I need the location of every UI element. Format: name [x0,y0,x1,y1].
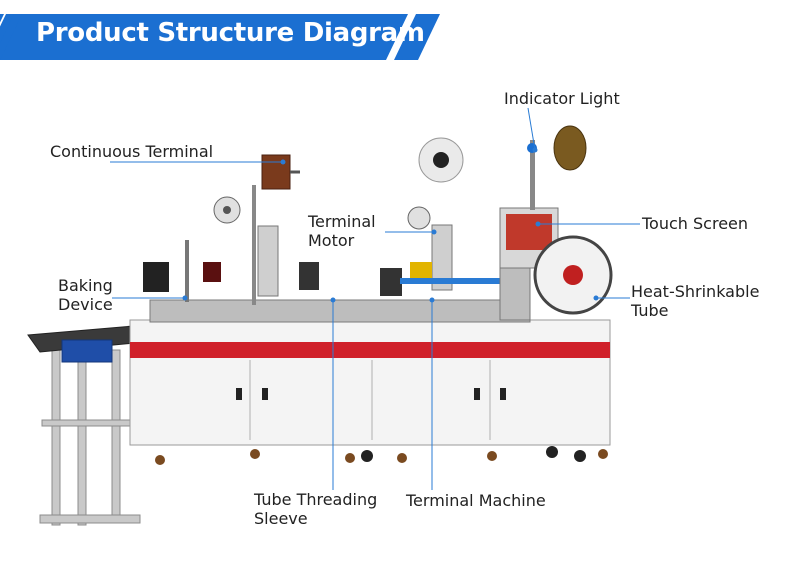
label-tube-threading-sleeve: Tube Threading Sleeve [254,490,377,528]
leader-lines [110,107,640,490]
cabinet [129,319,611,446]
title-banner [0,14,440,60]
label-baking-device: Baking Device [58,276,113,314]
conveyor-stand [39,344,141,526]
red-stripe [130,342,610,358]
label-heat-shrinkable-tube: Heat-Shrinkable Tube [631,282,759,320]
label-terminal-motor-line2: Motor [308,231,355,250]
label-continuous-terminal: Continuous Terminal [50,142,214,161]
label-touch-screen: Touch Screen [642,214,749,233]
label-baking-device-line2: Device [58,295,113,314]
label-terminal-motor: Terminal Motor [308,212,376,250]
label-indicator-light: Indicator Light [504,89,620,108]
label-baking-device-line1: Baking [58,276,113,295]
label-terminal-machine: Terminal Machine [406,491,546,510]
label-tube-threading-line2: Sleeve [254,509,308,528]
page-title: Product Structure Diagram [36,18,425,48]
label-heat-shrinkable-line2: Tube [631,301,669,320]
label-terminal-motor-line1: Terminal [308,212,376,231]
label-tube-threading-line1: Tube Threading [254,490,378,509]
label-heat-shrinkable-line1: Heat-Shrinkable [631,282,760,301]
